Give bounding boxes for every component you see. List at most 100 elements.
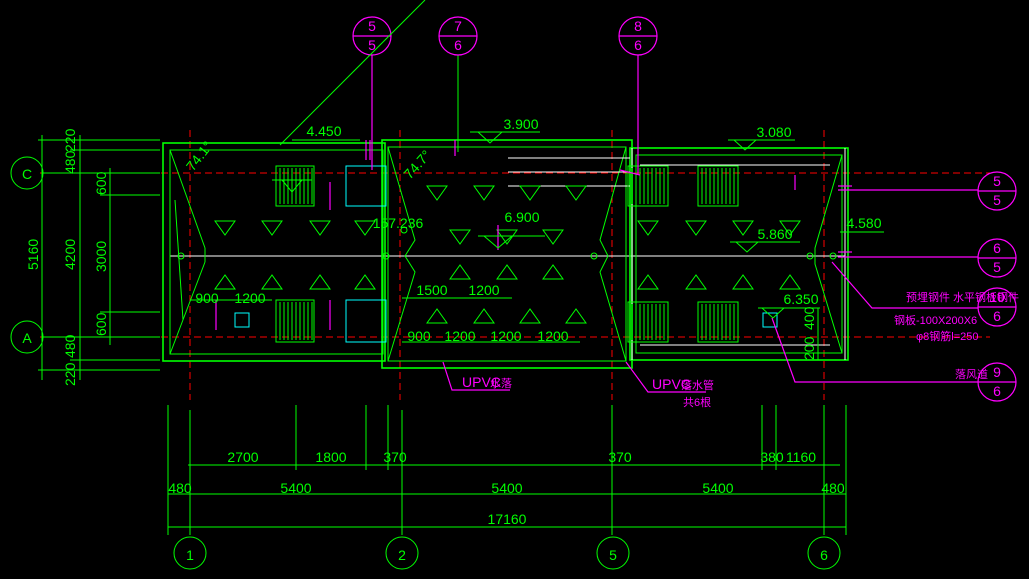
slope-triangle-up xyxy=(309,274,331,290)
dim: 1200 xyxy=(490,328,521,344)
callout-num: 7 xyxy=(454,18,462,34)
slope-triangle-down xyxy=(426,185,448,201)
middle-right-valley xyxy=(599,146,627,362)
top-detail-callouts: 5 5 7 6 8 6 xyxy=(279,0,658,175)
grid-label: 6 xyxy=(820,547,828,563)
level: 157.236 xyxy=(373,215,424,231)
note-upvc-cn: 水落 xyxy=(490,377,512,390)
elevation-marks: 4.450 3.900 3.080 6.900 5.860 6.350 4.58… xyxy=(183,116,884,319)
slope-triangle-up xyxy=(542,264,564,280)
grid-bubbles: C A 1 2 5 6 xyxy=(10,156,841,570)
callout-den: 6 xyxy=(454,37,462,53)
vent-hatched xyxy=(275,165,315,207)
roof-vents xyxy=(234,165,778,343)
callout-leader xyxy=(831,261,978,309)
slope-triangle-down xyxy=(261,220,283,236)
dim: 480 xyxy=(821,480,845,496)
grid-bubble-1 xyxy=(173,536,207,570)
note-leader xyxy=(442,361,510,391)
grid-label: 5 xyxy=(609,547,617,563)
left-module-outline xyxy=(162,142,386,362)
dim: 380 xyxy=(760,449,784,465)
callout-leader xyxy=(771,317,978,383)
dim: 220 xyxy=(62,362,78,386)
slope-triangle-up xyxy=(496,264,518,280)
downpipe-notes: UPVC 水落 UPVC 落水管 共6根 xyxy=(442,361,714,409)
dim-total: 17160 xyxy=(488,511,527,527)
callout-den: 5 xyxy=(993,259,1001,275)
slope-triangle-down xyxy=(519,185,541,201)
drain-box xyxy=(762,312,778,328)
level: 3.080 xyxy=(756,124,791,140)
dim: 1200 xyxy=(537,328,568,344)
dim: 1200 xyxy=(468,282,499,298)
dim: 480 xyxy=(62,150,78,174)
note-embed-bar: φ8钢筋l=250 xyxy=(916,329,978,343)
callout-num: 10 xyxy=(989,289,1005,305)
level: 4.450 xyxy=(306,123,341,139)
slope-triangle-up xyxy=(473,308,495,324)
level-mark xyxy=(470,131,540,144)
leader-diagonal xyxy=(279,0,426,146)
dim: 900 xyxy=(195,290,219,306)
vent-hatched xyxy=(697,301,739,343)
grid-bubble-5 xyxy=(596,536,630,570)
slope-triangle-down xyxy=(473,185,495,201)
dim: 1800 xyxy=(315,449,346,465)
vent-hatched xyxy=(697,165,739,207)
callout-den: 6 xyxy=(993,308,1001,324)
break-marks xyxy=(365,140,852,253)
left-module-inner xyxy=(169,149,384,355)
callout-num: 5 xyxy=(368,18,376,34)
dim: 480 xyxy=(168,480,192,496)
axis-lines xyxy=(40,130,990,400)
vent-box xyxy=(345,165,387,207)
callout-num: 8 xyxy=(634,18,642,34)
slope-triangle-down xyxy=(637,220,659,236)
grid-label: A xyxy=(22,330,32,346)
note-embed: 预埋钢件 水平钢板钢件 xyxy=(906,290,1019,304)
roof-drains xyxy=(177,226,837,260)
angle-label: 74.7° xyxy=(400,147,434,182)
callout-num: 6 xyxy=(993,240,1001,256)
level-mark xyxy=(758,307,820,319)
callout-den: 6 xyxy=(993,383,1001,399)
slope-triangle-down xyxy=(685,220,707,236)
slope-triangle-down xyxy=(542,229,564,245)
slope-triangle-down xyxy=(496,229,518,245)
level-mark xyxy=(478,235,545,249)
slope-triangle-up xyxy=(261,274,283,290)
slope-triangle-up xyxy=(779,274,801,290)
dim: 5400 xyxy=(702,480,733,496)
slope-triangle-up xyxy=(637,274,659,290)
dim: 400 xyxy=(801,306,817,330)
dim: 200 xyxy=(801,336,817,360)
slope-triangle-down xyxy=(354,220,376,236)
grid-label: 2 xyxy=(398,547,406,563)
vent-hatched xyxy=(275,299,315,343)
slope-triangle-down xyxy=(449,229,471,245)
slope-triangle-up xyxy=(426,308,448,324)
bottom-dimensions: 2700 1800 370 370 380 1160 480 5400 5400… xyxy=(167,405,847,535)
grid-bubble-6 xyxy=(807,536,841,570)
slope-triangle-up xyxy=(214,274,236,290)
dim: 1160 xyxy=(786,449,816,465)
slope-triangle-down xyxy=(779,220,801,236)
dim: 4200 xyxy=(62,239,78,270)
level: 5.860 xyxy=(757,226,792,242)
right-detail-callouts: 5 5 6 5 10 6 9 6 预埋钢件 水平钢板钢件 钢板-100X200X… xyxy=(771,171,1019,402)
vent-hatched xyxy=(627,165,669,207)
dim: 5400 xyxy=(491,480,522,496)
drain-box xyxy=(234,312,250,328)
slope-arrows xyxy=(214,185,801,324)
dim: 1200 xyxy=(234,290,265,306)
left-dimensions: 220 480 600 3000 600 480 220 4200 5160 xyxy=(25,128,160,386)
right-module-inner xyxy=(635,154,843,354)
dim: 600 xyxy=(93,312,109,336)
note-upvc-cn: 落水管 xyxy=(681,378,714,392)
slope-markers xyxy=(215,175,796,330)
middle-left-valley xyxy=(387,146,416,362)
note-upvc: UPVC xyxy=(462,374,501,390)
right-module-outline xyxy=(629,147,849,361)
